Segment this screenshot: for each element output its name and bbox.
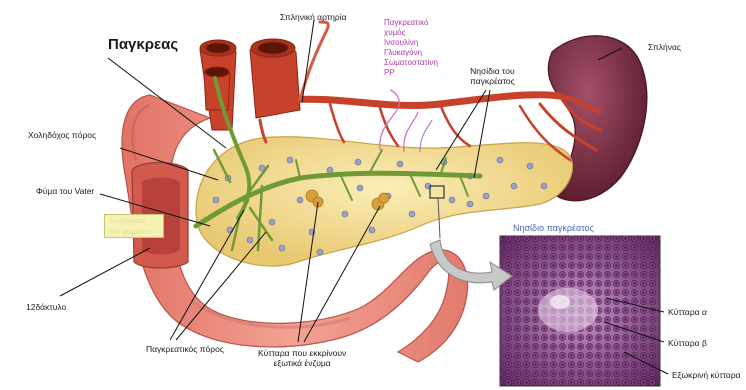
exocrine-label: Εξωκρινή κύτταρα bbox=[672, 370, 741, 380]
vater-label: Φύμα του Vater bbox=[36, 186, 94, 196]
acinar-label: Κύτταρα που εκκρίνουν εξωτικά ένζυμα bbox=[258, 348, 346, 368]
secretion-curls bbox=[380, 90, 432, 152]
bile-duct-label: Χοληδόχος πόρος bbox=[28, 130, 96, 140]
acinar-label-line: εξωτικά ένζυμα bbox=[258, 358, 346, 368]
yellow-box-line: του φύματος bbox=[109, 226, 163, 237]
islets-label-line: παγκρέατος bbox=[470, 76, 515, 86]
yellow-box: Σωληνάριο του φύματος bbox=[104, 214, 164, 238]
acinar-label-line: Κύτταρα που εκκρίνουν bbox=[258, 348, 346, 358]
islets-label: Νησίδια του παγκρέατος bbox=[470, 66, 515, 86]
hormone-item: Ινσουλίνη bbox=[384, 38, 438, 48]
spleen-label: Σπλήνας bbox=[648, 42, 681, 52]
histology-inset bbox=[500, 236, 660, 386]
yellow-box-line: Σωληνάριο bbox=[109, 215, 163, 226]
page-title: Παγκρεας bbox=[108, 36, 178, 53]
islets-label-line: Νησίδια του bbox=[470, 66, 515, 76]
hormone-item: χυμός bbox=[384, 28, 438, 38]
hormones-list: Παγκρεατικό χυμός Ινσουλίνη Γλυκαγόνη Σω… bbox=[384, 18, 438, 78]
hormone-item: Γλυκαγόνη bbox=[384, 48, 438, 58]
splenic-artery-label: Σπληνική αρτηρία bbox=[280, 12, 347, 22]
duodenum-label: 12δάκτυλο bbox=[26, 302, 66, 312]
hormone-item: PP bbox=[384, 68, 438, 78]
alpha-cells-label: Κύτταρα α bbox=[668, 307, 707, 317]
histology-title: Νησίδιο παγκρέατος bbox=[513, 223, 594, 233]
pancreatic-duct-label: Παγκρεατικός πόρος bbox=[146, 344, 224, 354]
hormone-item: Σωματοστατίνη bbox=[384, 58, 438, 68]
hormone-item: Παγκρεατικό bbox=[384, 18, 438, 28]
beta-cells-label: Κύτταρα β bbox=[668, 338, 707, 348]
